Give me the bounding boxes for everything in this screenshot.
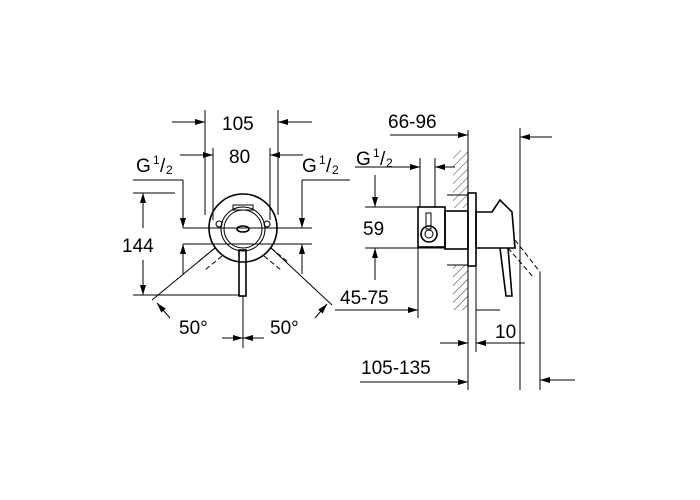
dim-144: 144 (122, 236, 154, 257)
valve-side (417, 192, 541, 297)
dim-59: 59 (363, 219, 384, 240)
svg-text:2: 2 (166, 163, 173, 177)
thread-label-right: G 1 / 2 (302, 153, 339, 177)
svg-text:2: 2 (332, 163, 339, 177)
svg-text:G: G (136, 156, 151, 177)
lever (238, 249, 247, 297)
svg-text:/: / (160, 156, 166, 177)
lever-side (499, 247, 513, 297)
angle-left: 50° (179, 318, 208, 339)
dim-45-75: 45-75 (340, 288, 389, 309)
dim-105: 105 (222, 114, 254, 135)
angle-right: 50° (270, 318, 299, 339)
handle-hub (236, 225, 250, 233)
svg-text:2: 2 (386, 156, 393, 170)
wall-hatch-bottom (453, 265, 468, 310)
wall-hatch-top (453, 150, 468, 208)
svg-text:1: 1 (153, 153, 160, 167)
side-view: 66-96 G 1 / 2 59 45-75 10 105-135 (335, 112, 575, 390)
dim-10: 10 (495, 322, 516, 343)
thread-label-side: G 1 / 2 (356, 146, 393, 170)
valve-front (197, 193, 289, 297)
svg-text:/: / (326, 156, 332, 177)
cartridge-ring (220, 206, 266, 252)
front-view: 105 80 G 1 / 2 G 1 / 2 144 (122, 110, 350, 348)
svg-text:G: G (302, 156, 317, 177)
svg-text:/: / (380, 149, 386, 170)
svg-text:1: 1 (319, 153, 326, 167)
thread-label-left: G 1 / 2 (136, 153, 173, 177)
dim-80: 80 (229, 147, 250, 168)
dim-66-96: 66-96 (388, 112, 437, 133)
svg-text:G: G (356, 149, 371, 170)
svg-text:1: 1 (373, 146, 380, 160)
dim-105-135: 105-135 (361, 358, 431, 379)
